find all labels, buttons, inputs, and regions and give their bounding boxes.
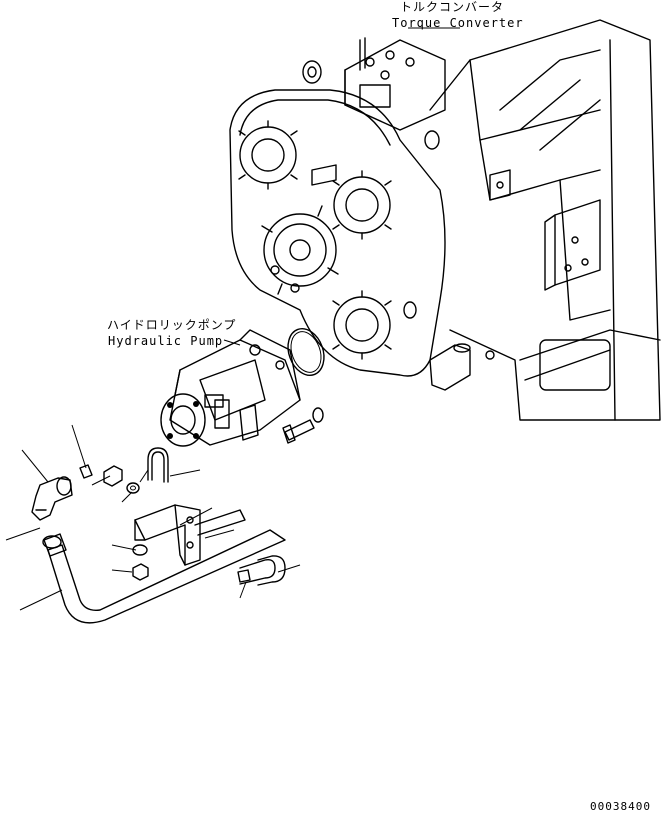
hydraulic-pump-en-label: Hydraulic Pump [108, 334, 224, 348]
bracket [134, 504, 246, 566]
bracket-nuts [132, 544, 149, 581]
nut-and-washer [103, 465, 140, 494]
o-ring [287, 328, 325, 376]
mounting-bolt [282, 407, 324, 444]
hydraulic-pump [160, 329, 301, 447]
elbow-fitting [429, 343, 495, 391]
torque-converter-jp-label: トルクコンバータ [400, 0, 505, 14]
drawing-number-label: 00038400 [590, 800, 651, 813]
hose-clamps [237, 555, 286, 586]
torque-converter-en-label: Torque Converter [392, 16, 524, 30]
gear-case-cover [229, 89, 446, 377]
suction-pipe [42, 529, 286, 624]
elbow-adapter [31, 476, 73, 521]
u-bolt [147, 447, 169, 483]
hydraulic-pump-jp-label: ハイドロリックポンプ [107, 318, 237, 332]
leader-lines [5, 27, 460, 611]
